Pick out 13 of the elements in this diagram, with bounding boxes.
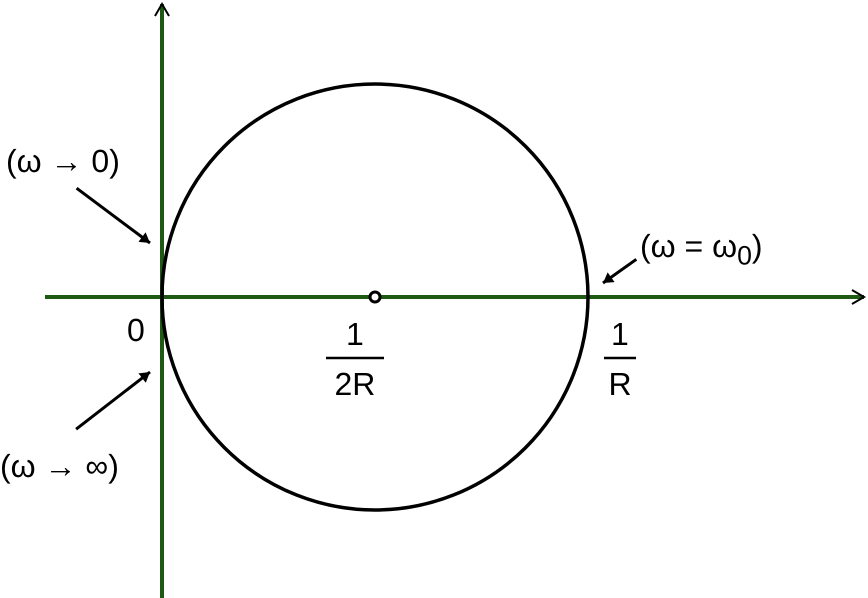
leader-arrow xyxy=(602,258,638,284)
x-axis xyxy=(45,289,865,305)
y-axis xyxy=(154,3,170,598)
callout-label: (ω → ∞) xyxy=(0,450,119,482)
axis-value: 1 xyxy=(611,318,629,350)
axis-value: 0 xyxy=(127,314,145,346)
axis-value: 2R xyxy=(334,368,376,400)
axis-value: R xyxy=(608,368,632,400)
callout-label: (ω → 0) xyxy=(6,145,120,177)
callout-label: (ω = ω$_{0}$) xyxy=(640,230,763,270)
leader-arrow xyxy=(75,370,151,430)
leader-arrow xyxy=(76,187,151,244)
axis-value: 1 xyxy=(346,318,364,350)
